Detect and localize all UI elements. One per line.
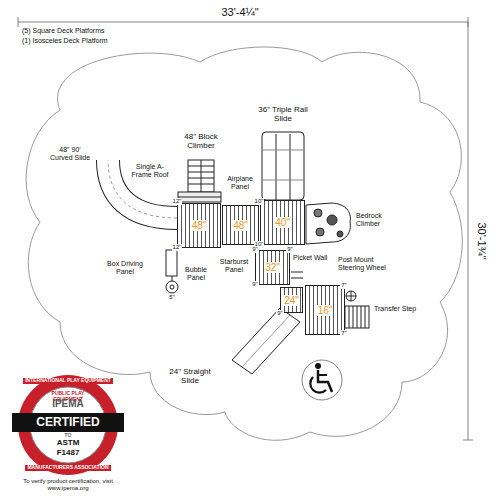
part-label: Starburst Panel: [217, 258, 251, 273]
part-label: Airplane Panel: [221, 175, 259, 190]
post-height: 5": [168, 294, 175, 301]
part-label: 48" 90' Curved Slide: [48, 146, 92, 161]
part-label: Transfer Step: [374, 305, 420, 313]
transfer-step: [345, 306, 369, 328]
post-height: 7": [340, 282, 347, 289]
ipema-seal: [12, 375, 124, 475]
part-label: Single A-Frame Roof: [126, 163, 174, 178]
part-label: Picket Wall: [293, 254, 333, 262]
dimension-text: 30'-1¾": [476, 201, 488, 281]
post-height: 12": [172, 244, 183, 251]
deck-platform: 16": [305, 285, 345, 335]
seal-text: ASTM: [48, 439, 88, 448]
deck-height: 48": [191, 220, 208, 231]
dimension-text: 33'-4¼": [195, 6, 285, 18]
deck-height: 24": [283, 295, 300, 306]
a-frame-roof: [178, 192, 221, 202]
box-driving-panel: [166, 250, 178, 293]
part-label: 48" Block Climber: [176, 133, 226, 151]
steering-wheel: [346, 291, 356, 301]
post-height: 9": [251, 246, 258, 253]
post-height: 10": [254, 198, 265, 205]
seal-text: IPEMA: [38, 398, 98, 409]
post-height: 9": [276, 310, 283, 317]
seal-text: INTERNATIONAL PLAY EQUIPMENT: [23, 378, 113, 384]
part-label: Bubble Panel: [178, 266, 214, 281]
deck-height: 16": [317, 305, 334, 316]
picket-wall: [291, 272, 303, 278]
deck-height: 40": [274, 217, 291, 228]
post-height: 12": [172, 198, 183, 205]
deck-height: 48": [232, 220, 249, 231]
deck-platform: 32": [255, 250, 290, 285]
deck-height: 32": [264, 262, 281, 273]
straight-slide: [232, 308, 300, 374]
footer-note: To verify product certification, visit w…: [2, 478, 134, 491]
part-label: 24" Straight Slide: [160, 368, 220, 386]
triple-slide: [262, 132, 304, 200]
accessibility-symbol: [302, 360, 342, 400]
bedrock-climber: [306, 203, 350, 244]
post-height: 7": [340, 330, 347, 337]
block-climber: [188, 160, 214, 192]
deck-platform: 48": [222, 205, 259, 245]
note-text: (5) Square Deck Platforms: [22, 27, 152, 35]
seal-text: CERTIFIED: [18, 416, 118, 429]
part-label: Post Mount Steering Wheel: [338, 256, 400, 271]
part-label: 36" Triple Rail Slide: [253, 106, 313, 124]
post-height: 9": [286, 246, 293, 253]
part-label: Bedrock Climber: [356, 212, 400, 227]
note-text: (1) Isosceles Deck Platform: [22, 37, 152, 45]
seal-text: TO: [53, 433, 83, 439]
part-label: Box Driving Panel: [105, 260, 145, 275]
deck-platform: 40": [260, 200, 305, 245]
seal-text: F1487: [48, 449, 88, 458]
dimension-lines: [18, 17, 473, 440]
curved-slide: [108, 160, 177, 218]
seal-text: MANUFACTURERS ASSOCIATION: [25, 465, 110, 471]
deck-platform: 48": [177, 203, 221, 248]
post-height: 9": [251, 281, 258, 288]
